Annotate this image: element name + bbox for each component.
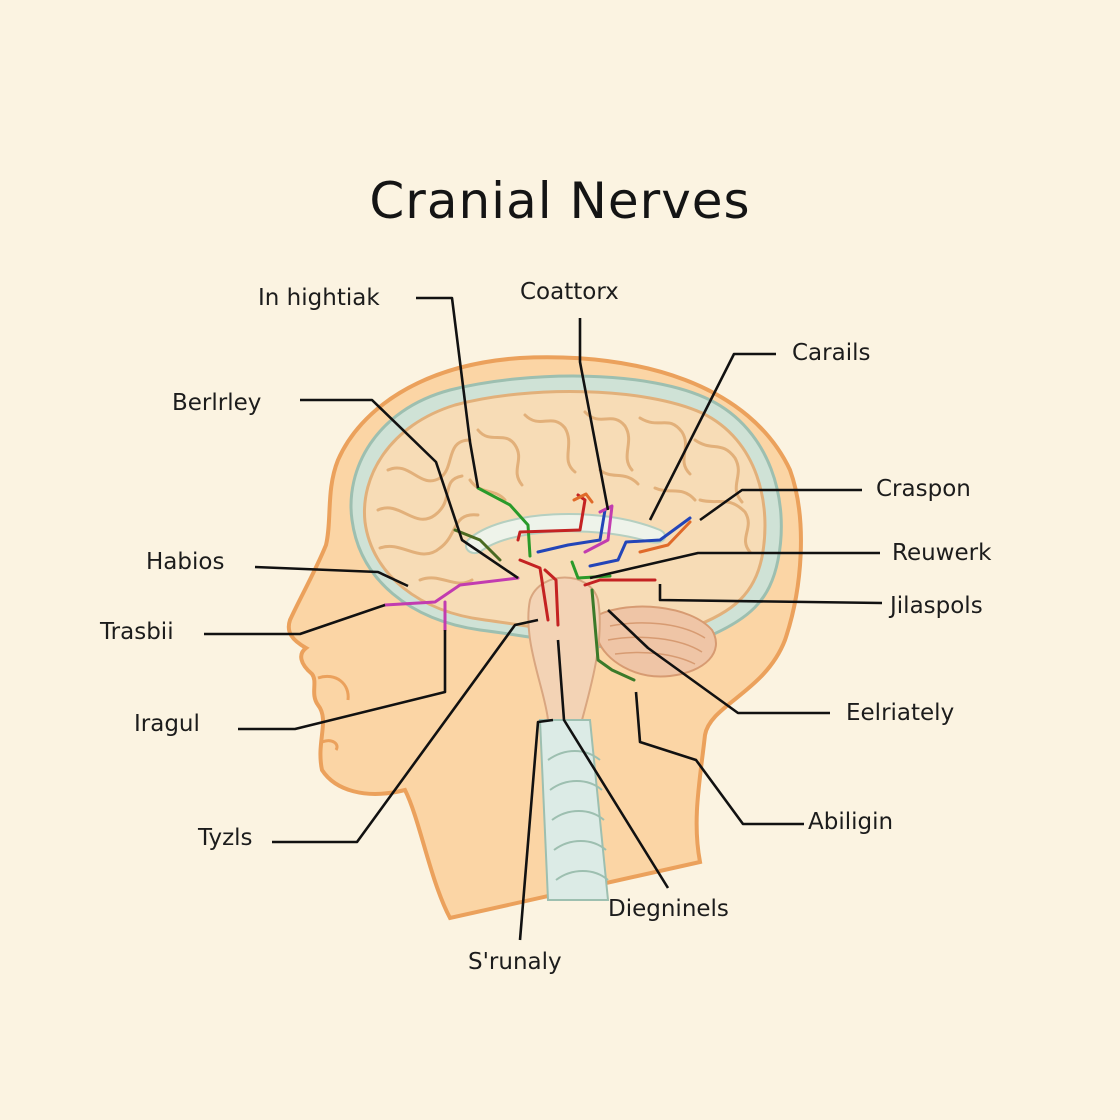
leader-diegninels xyxy=(556,639,670,889)
leader-srunaly xyxy=(518,718,554,941)
nerve-blue-upper xyxy=(536,508,607,554)
leader-carails xyxy=(648,352,776,521)
nerve-magenta-left xyxy=(383,576,520,607)
nerve-darkgreen-left xyxy=(453,528,502,562)
leader-habios xyxy=(254,565,409,588)
label-tyzls: Tyzls xyxy=(198,825,253,851)
nerve-red-upper xyxy=(516,493,587,542)
label-diegninels: Diegninels xyxy=(608,896,729,922)
leader-coattorx xyxy=(578,318,610,511)
nerve-magenta-upper xyxy=(583,504,614,554)
label-in-hightiak: In hightiak xyxy=(258,285,380,311)
label-trasbii: Trasbii xyxy=(100,619,174,645)
lip-outline xyxy=(321,739,339,751)
leader-craspon xyxy=(699,488,862,522)
label-berlrley: Berlrley xyxy=(172,390,262,416)
nerve-orange-tip xyxy=(572,492,594,504)
nerve-green-upper xyxy=(476,486,532,558)
leader-abiligin xyxy=(634,691,804,826)
label-reuwerk: Reuwerk xyxy=(892,540,992,566)
label-eelriately: Eelriately xyxy=(846,700,955,726)
leader-in-hightiak xyxy=(416,296,480,489)
leader-tyzls xyxy=(272,618,539,844)
nose-outline xyxy=(317,675,350,701)
label-abiligin: Abiligin xyxy=(808,809,894,835)
nerve-orange-right xyxy=(638,520,692,554)
label-carails: Carails xyxy=(792,340,871,366)
leader-eelriately xyxy=(607,609,830,715)
nerve-red-right xyxy=(583,578,657,587)
nerve-red-lower xyxy=(518,558,560,627)
label-jilaspols: Jilaspols xyxy=(890,593,983,619)
label-srunaly: S'runaly xyxy=(468,949,562,975)
label-habios: Habios xyxy=(146,549,225,575)
leader-berlrley xyxy=(300,398,519,580)
leader-reuwerk xyxy=(589,551,880,580)
label-iragul: Iragul xyxy=(134,711,200,737)
nerve-darkgreen-right xyxy=(590,588,636,682)
nerve-paths xyxy=(383,486,692,682)
leader-trasbii xyxy=(204,603,386,636)
label-craspon: Craspon xyxy=(876,476,971,502)
leader-lines xyxy=(204,296,883,941)
nerve-blue-right xyxy=(588,516,692,568)
label-coattorx: Coattorx xyxy=(520,279,619,305)
page-title: Cranial Nerves xyxy=(369,172,751,230)
leader-jilaspols xyxy=(658,584,883,605)
leader-iragul xyxy=(238,630,447,731)
brain-gyri xyxy=(376,410,752,585)
vertebrae xyxy=(547,750,609,881)
cerebellum-folia xyxy=(607,622,706,665)
